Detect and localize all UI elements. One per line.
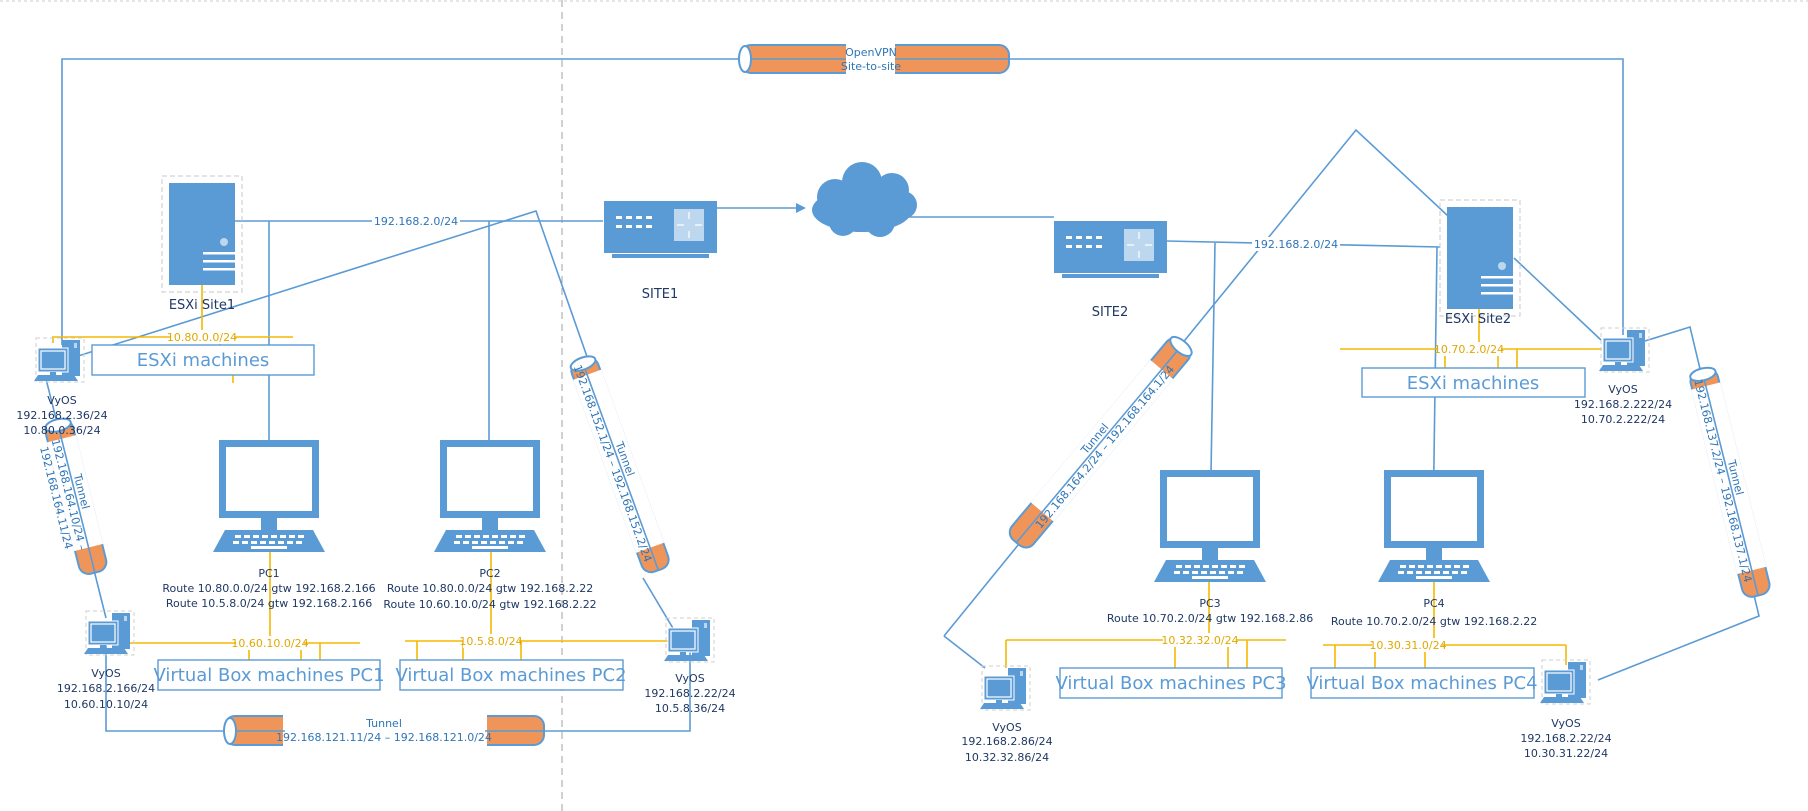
arrow-icon xyxy=(796,203,806,213)
vbox-pc2-box[interactable] xyxy=(399,659,624,691)
site2-label: SITE2 xyxy=(1092,305,1129,320)
vyos3-ip-1: 192.168.2.22/24 xyxy=(644,687,735,700)
vyos5-name: VyOS xyxy=(1608,383,1637,396)
internet-cloud-icon[interactable] xyxy=(812,162,917,237)
pc3-name: PC3 xyxy=(1199,597,1220,610)
tunnel-121-title: Tunnel xyxy=(365,717,402,730)
pc1-route-1: Route 10.80.0.0/24 gtw 192.168.2.166 xyxy=(162,582,375,595)
esxi1-label: ESXi Site1 xyxy=(169,298,235,313)
label-bg xyxy=(1252,237,1340,251)
tunnel-label-bg xyxy=(285,716,485,745)
vyos2-ip-2: 10.60.10.10/24 xyxy=(64,698,148,711)
vbox-pc2-label: Virtual Box machines PC2 xyxy=(395,665,626,686)
esxi1-subnet-label: 10.80.0.0/24 xyxy=(167,331,237,344)
pc1-route-2: Route 10.5.8.0/24 gtw 192.168.2.166 xyxy=(166,597,372,610)
pc2-route-2: Route 10.60.10.0/24 gtw 192.168.2.22 xyxy=(383,598,596,611)
pc1-name: PC1 xyxy=(258,567,279,580)
vyos6-icon[interactable] xyxy=(1539,659,1591,705)
esxi2-subnet-label: 10.70.2.0/24 xyxy=(1434,343,1504,356)
tunnel-137-icon[interactable]: Tunnel 192.168.137.2/24 – 192.168.137.1/… xyxy=(1687,365,1773,599)
esxi2-machines-box[interactable] xyxy=(1361,367,1586,398)
esxi2-vyos-link xyxy=(1513,257,1602,341)
esxi2-machines-label: ESXi machines xyxy=(1407,373,1540,394)
openvpn-label-line2: Site-to-site xyxy=(841,60,901,73)
esxi1-machines-label: ESXi machines xyxy=(137,350,270,371)
vyos2-name: VyOS xyxy=(91,667,120,680)
vyos6-name: VyOS xyxy=(1551,717,1580,730)
tunnel-152-range: 192.168.152.1/24 – 192.168.152.2/24 xyxy=(571,363,655,564)
label-bg xyxy=(372,214,460,228)
label-bg xyxy=(1372,638,1442,652)
vyos2-ip-1: 192.168.2.166/24 xyxy=(57,682,155,695)
pc2-icon[interactable] xyxy=(434,440,546,552)
label-bg xyxy=(1163,633,1237,647)
pc4-name: PC4 xyxy=(1423,597,1444,610)
pc2-route-1: Route 10.80.0.0/24 gtw 192.168.2.22 xyxy=(387,582,593,595)
pc2-subnet-label: 10.5.8.0/24 xyxy=(459,635,522,648)
site1-lan-label: 192.168.2.0/24 xyxy=(374,215,458,228)
site2-lan-label: 192.168.2.0/24 xyxy=(1254,238,1338,251)
vyos1-icon[interactable] xyxy=(33,337,85,383)
site2-switch-icon[interactable] xyxy=(1053,220,1168,279)
vyos5-icon[interactable] xyxy=(1598,327,1650,373)
vbox-pc4-label: Virtual Box machines PC4 xyxy=(1306,673,1537,694)
openvpn-label-line1: OpenVPN xyxy=(845,46,897,59)
vyos1-uplink xyxy=(74,210,599,389)
tunnel-121-range: 192.168.121.11/24 – 192.168.121.0/24 xyxy=(276,731,492,744)
vyos4-ip-1: 192.168.2.86/24 xyxy=(961,735,1052,748)
vyos1-name: VyOS xyxy=(47,394,76,407)
tunnel-164-right-range: 192.168.164.2/24 – 192.168.164.1/24 xyxy=(1033,363,1177,531)
pc3-route-1: Route 10.70.2.0/24 gtw 192.168.2.86 xyxy=(1107,612,1313,625)
vyos2-icon[interactable] xyxy=(83,610,135,656)
tunnel-164-left-icon[interactable]: Tunnel 192.168.164.10/24 – 192.168.164.1… xyxy=(31,416,109,579)
pc1-subnet-label: 10.60.10.0/24 xyxy=(231,637,308,650)
vyos6-ip-2: 10.30.31.22/24 xyxy=(1524,747,1608,760)
vbox-pc1-label: Virtual Box machines PC1 xyxy=(153,665,384,686)
esxi2-label: ESXi Site2 xyxy=(1445,312,1511,327)
esxi1-machines-box[interactable] xyxy=(91,344,315,376)
pc3-icon[interactable] xyxy=(1154,470,1266,582)
pc4-subnet-label: 10.30.31.0/24 xyxy=(1369,639,1446,652)
vyos1-ip-1: 192.168.2.36/24 xyxy=(16,409,107,422)
vyos6-ip-1: 192.168.2.22/24 xyxy=(1520,732,1611,745)
pc1-icon[interactable] xyxy=(213,440,325,552)
label-bg xyxy=(170,330,234,344)
pc2-name: PC2 xyxy=(479,567,500,580)
vyos4-icon[interactable] xyxy=(979,665,1031,711)
vbox-pc3-label: Virtual Box machines PC3 xyxy=(1055,673,1286,694)
vyos4-link xyxy=(943,635,986,669)
tunnel-152-icon[interactable]: Tunnel 192.168.152.1/24 – 192.168.152.2/… xyxy=(567,353,672,576)
vyos5-ip-2: 10.70.2.222/24 xyxy=(1581,413,1665,426)
vyos1-ip-2: 10.80.0.36/24 xyxy=(23,424,100,437)
label-bg xyxy=(463,634,519,648)
vyos3-ip-2: 10.5.8.36/24 xyxy=(655,702,725,715)
vyos3-name: VyOS xyxy=(675,672,704,685)
pc3-subnet-label: 10.32.32.0/24 xyxy=(1161,634,1238,647)
openvpn-label-bg xyxy=(846,44,895,74)
vyos4-name: VyOS xyxy=(992,721,1021,734)
label-bg xyxy=(1437,342,1501,356)
vbox-pc4-box[interactable] xyxy=(1310,667,1535,699)
label-bg xyxy=(236,636,304,650)
vyos4-ip-2: 10.32.32.86/24 xyxy=(965,751,1049,764)
vbox-pc1-box[interactable] xyxy=(157,659,381,691)
vbox-pc3-box[interactable] xyxy=(1059,667,1283,699)
vyos5-ip-1: 192.168.2.222/24 xyxy=(1574,398,1672,411)
esxi-site1-server-icon[interactable] xyxy=(161,175,243,293)
site1-switch-icon[interactable] xyxy=(603,200,718,259)
pc4-icon[interactable] xyxy=(1378,470,1490,582)
esxi-site2-server-icon[interactable] xyxy=(1439,199,1521,317)
pc4-route-1: Route 10.70.2.0/24 gtw 192.168.2.22 xyxy=(1331,615,1537,628)
site1-label: SITE1 xyxy=(642,287,679,302)
